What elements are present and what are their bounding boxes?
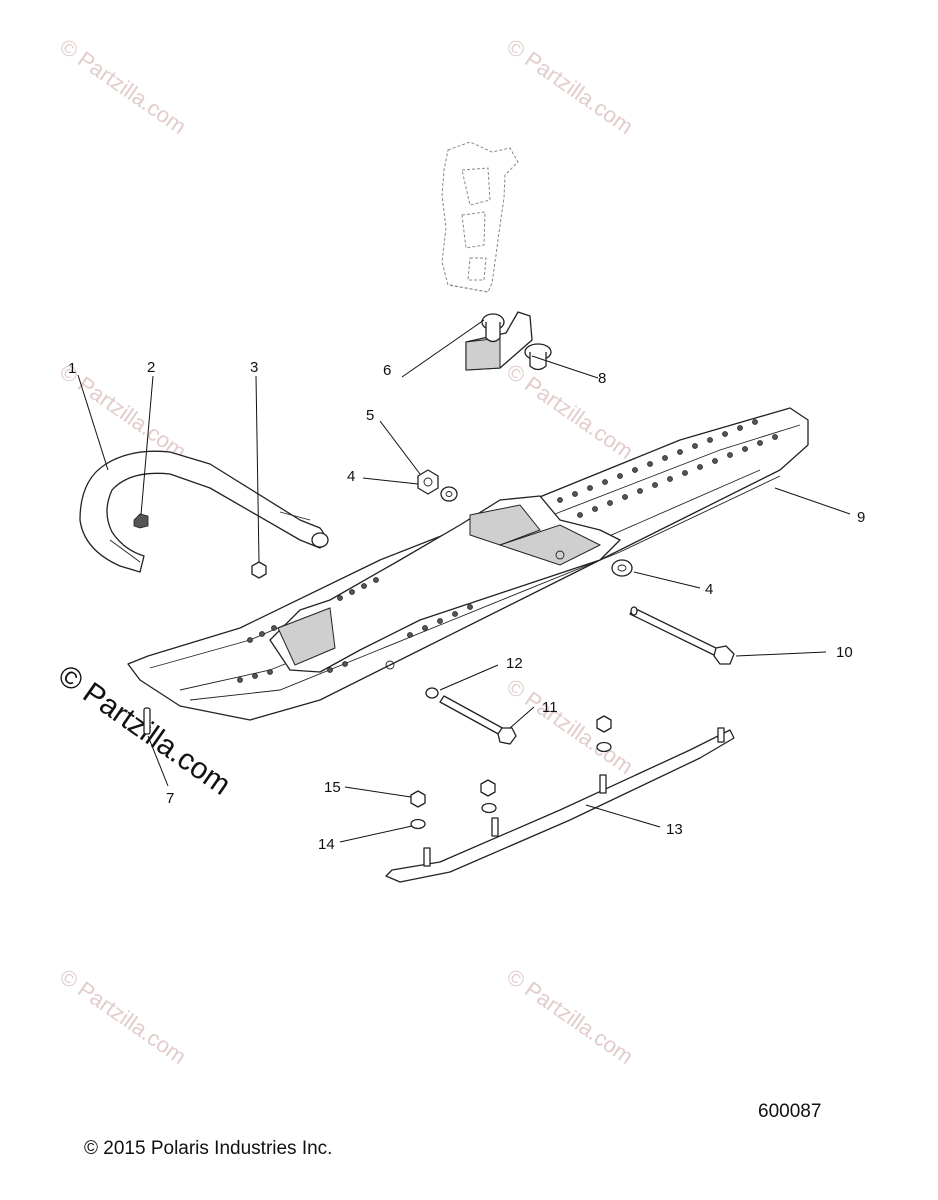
watermark: © Partzilla.com <box>502 964 638 1070</box>
part-washer <box>425 687 439 699</box>
callout-3: 3 <box>250 359 258 376</box>
callout-12: 12 <box>506 655 523 672</box>
watermark: © Partzilla.com <box>502 674 638 780</box>
part-ski-loop <box>79 450 329 573</box>
callout-11: 11 <box>542 699 558 716</box>
callout-7: 7 <box>166 790 174 807</box>
callout-4: 4 <box>705 581 713 598</box>
watermark: © Partzilla.com <box>55 964 191 1070</box>
callout-5: 5 <box>366 407 374 424</box>
part-short-bolt <box>439 695 517 745</box>
callout-13: 13 <box>666 821 683 838</box>
part-nut-and-washers <box>417 469 633 577</box>
ski-tread-keels <box>237 419 778 683</box>
callout-8: 8 <box>598 370 606 387</box>
watermark: © Partzilla.com <box>55 34 191 140</box>
callout-9: 9 <box>857 509 865 526</box>
part-carbide-runner <box>385 727 735 883</box>
watermark: © Partzilla.com <box>502 359 638 465</box>
part-long-bolt <box>629 606 735 665</box>
callout-10: 10 <box>836 644 853 661</box>
callout-15: 15 <box>324 779 341 796</box>
part-ski-body <box>127 407 809 721</box>
callout-14: 14 <box>318 836 335 853</box>
callout-4: 4 <box>347 468 355 485</box>
callout-1: 1 <box>68 360 76 377</box>
watermark: © Partzilla.com <box>502 34 638 140</box>
leader-lines <box>77 319 851 843</box>
part-runner-nuts-washers <box>410 715 612 830</box>
part-pin <box>143 707 151 735</box>
callout-2: 2 <box>147 359 155 376</box>
part-small-nuts <box>133 513 267 579</box>
callouts: 1 2 3 4 4 5 6 7 8 9 10 11 12 13 14 15 <box>68 359 865 853</box>
part-wear-block <box>465 311 533 371</box>
copyright-notice: © 2015 Polaris Industries Inc. <box>84 1138 333 1159</box>
callout-6: 6 <box>383 362 391 379</box>
spindle-reference-part <box>441 141 519 293</box>
drawing-number: 600087 <box>758 1101 822 1122</box>
